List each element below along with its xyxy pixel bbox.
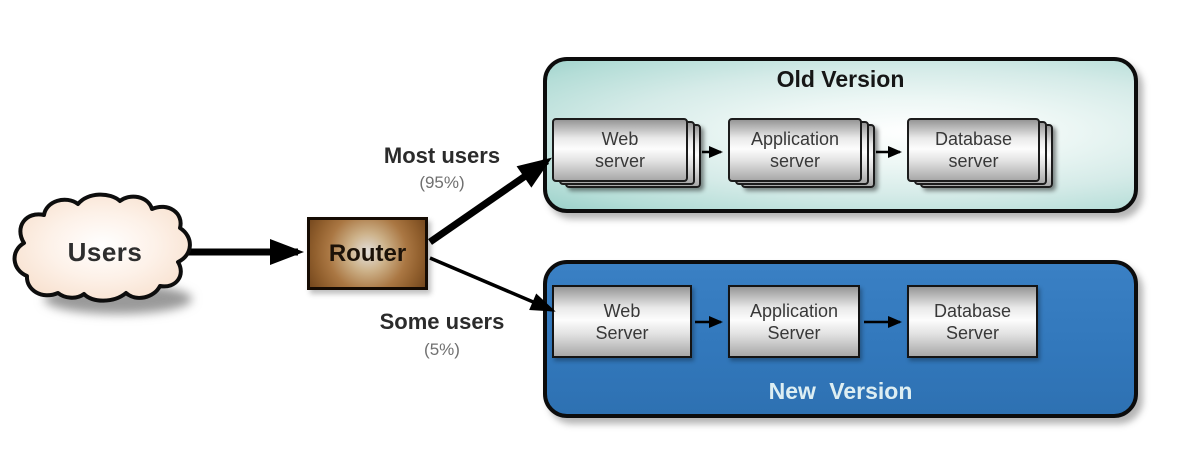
most-users-label: Most users [383, 143, 501, 168]
old-application-server-node: Application server [728, 118, 875, 188]
new-database-server-box: Database Server [907, 285, 1038, 358]
router-label: Router [328, 239, 407, 267]
new-web-server-label: Web Server [595, 300, 649, 343]
old-database-server-node: Database server [907, 118, 1053, 188]
old-web-server-node: Web server [552, 118, 701, 188]
old-application-server-label: Application server [750, 129, 840, 171]
new-application-server-label: Application Server [749, 300, 839, 343]
some-users-label: Some users [379, 309, 505, 334]
router-node: Router [307, 217, 428, 290]
old-version-group: Old Version Web server Application serve… [543, 57, 1138, 213]
new-web-server-box: Web Server [552, 285, 692, 358]
new-application-server-box: Application Server [728, 285, 860, 358]
new-version-title: New Version [768, 378, 913, 404]
old-database-server-label: Database server [934, 129, 1013, 171]
new-database-server-label: Database Server [933, 300, 1012, 343]
old-application-server-box: Application server [728, 118, 862, 182]
cloud-shadow [44, 284, 192, 314]
new-version-group: Web Server Application Server Database S… [543, 260, 1138, 418]
old-database-server-box: Database server [907, 118, 1040, 182]
some-users-percent: (5%) [424, 340, 460, 359]
arrow-router-to-new [429, 256, 556, 312]
most-users-percent: (95%) [419, 173, 465, 192]
old-version-title: Old Version [776, 66, 905, 92]
old-web-server-label: Web server [594, 129, 645, 171]
users-cloud-label: Users [67, 237, 143, 267]
old-web-server-box: Web server [552, 118, 688, 182]
